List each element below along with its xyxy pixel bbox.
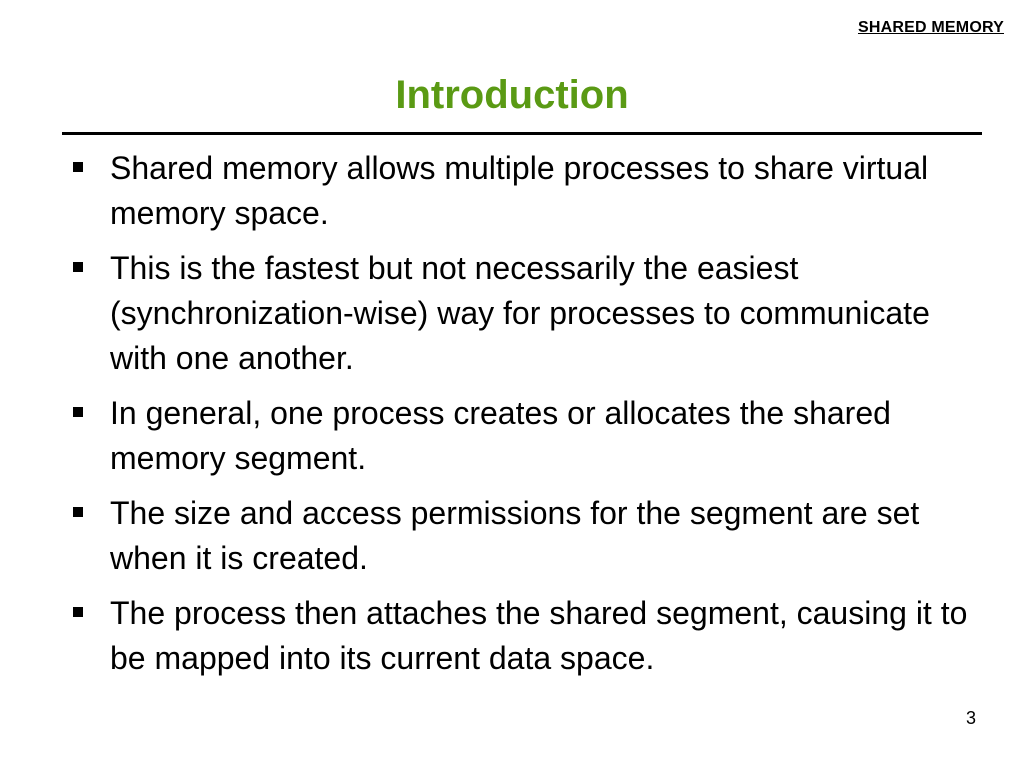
bullet-list: Shared memory allows multiple processes …	[70, 146, 980, 691]
bullet-text: In general, one process creates or alloc…	[110, 395, 891, 476]
bullet-text: The process then attaches the shared seg…	[110, 595, 968, 676]
bullet-item: The process then attaches the shared seg…	[70, 591, 980, 681]
bullet-item: Shared memory allows multiple processes …	[70, 146, 980, 236]
title-divider	[62, 132, 982, 135]
page-number: 3	[965, 708, 976, 728]
section-header-label: SHARED MEMORY	[857, 19, 1004, 36]
bullet-text: The size and access permissions for the …	[110, 495, 920, 576]
square-bullet-icon	[73, 607, 83, 617]
square-bullet-icon	[73, 162, 83, 172]
square-bullet-icon	[73, 507, 83, 517]
bullet-text: Shared memory allows multiple processes …	[110, 150, 929, 231]
bullet-item: This is the fastest but not necessarily …	[70, 246, 980, 381]
slide-title: Introduction	[395, 73, 629, 117]
bullet-text: This is the fastest but not necessarily …	[110, 250, 930, 376]
square-bullet-icon	[73, 407, 83, 417]
bullet-item: The size and access permissions for the …	[70, 491, 980, 581]
bullet-item: In general, one process creates or alloc…	[70, 391, 980, 481]
square-bullet-icon	[73, 262, 83, 272]
